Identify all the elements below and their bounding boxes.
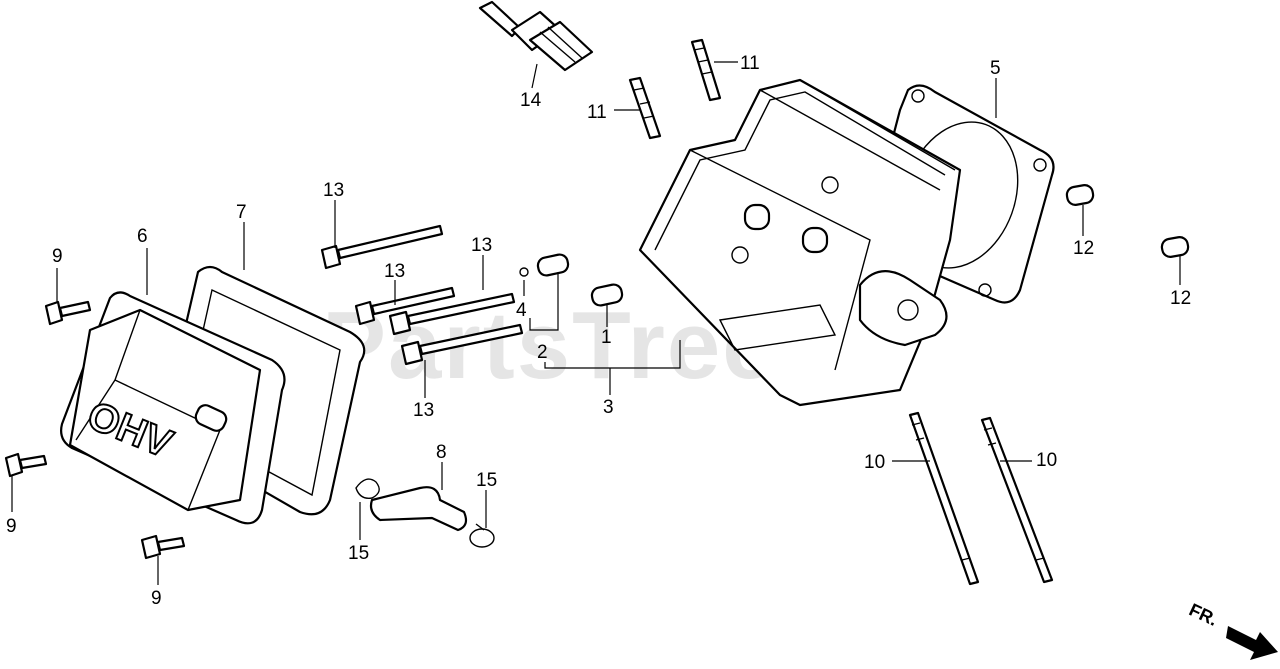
collar-upper[interactable] xyxy=(536,253,570,277)
dowel-pin-b[interactable] xyxy=(1160,236,1190,258)
callout-7: 7 xyxy=(236,202,247,223)
callout-12-b: 12 xyxy=(1170,288,1191,309)
callout-9-left: 9 xyxy=(6,516,17,537)
callout-1: 1 xyxy=(601,327,612,348)
callout-9-upper: 9 xyxy=(52,246,63,267)
callout-11-upper: 11 xyxy=(740,53,760,74)
callout-4: 4 xyxy=(516,300,527,321)
callout-13-a: 13 xyxy=(323,180,344,201)
collar-lower[interactable] xyxy=(590,283,624,307)
leader-lines xyxy=(11,61,1181,585)
spark-plug[interactable] xyxy=(478,0,594,72)
callout-13-c: 13 xyxy=(471,235,492,256)
callout-8: 8 xyxy=(436,442,447,463)
callout-6: 6 xyxy=(137,226,148,247)
bolt-9-left[interactable] xyxy=(4,452,48,478)
callout-labels: 1 2 3 4 5 6 7 8 9 9 9 10 10 11 11 12 12 … xyxy=(6,53,1191,609)
bolt-13-c[interactable] xyxy=(388,292,516,336)
long-stud-b[interactable] xyxy=(980,416,1054,584)
bolt-9-upper[interactable] xyxy=(44,300,92,326)
fr-label: FR. xyxy=(1186,599,1221,629)
callout-14: 14 xyxy=(520,90,542,111)
callout-9-lower: 9 xyxy=(151,588,162,609)
long-stud-a[interactable] xyxy=(908,411,980,586)
callout-5: 5 xyxy=(990,58,1001,79)
callout-10-a: 10 xyxy=(864,452,885,473)
dowel-pin-a[interactable] xyxy=(1065,184,1095,206)
callout-11-lower: 11 xyxy=(587,102,607,123)
bolt-13-b[interactable] xyxy=(354,286,456,326)
callout-3: 3 xyxy=(603,397,614,418)
tube-clamp-right[interactable] xyxy=(469,523,495,548)
cylinder-head[interactable] xyxy=(638,78,962,407)
front-direction-marker: FR. xyxy=(1186,599,1278,660)
bolt-13-a[interactable] xyxy=(320,224,444,270)
clip-ring[interactable] xyxy=(519,267,529,277)
stud-upper[interactable] xyxy=(690,38,722,102)
callout-15-right: 15 xyxy=(476,470,497,491)
head-cover[interactable]: OHV xyxy=(60,291,286,525)
stud-lower[interactable] xyxy=(628,76,662,140)
callout-15-left: 15 xyxy=(348,543,369,564)
bolt-9-lower[interactable] xyxy=(140,534,186,560)
bolt-13-d[interactable] xyxy=(400,323,524,366)
callout-13-b: 13 xyxy=(384,261,405,282)
callout-10-b: 10 xyxy=(1036,450,1057,471)
callout-12-a: 12 xyxy=(1073,238,1094,259)
callout-2: 2 xyxy=(537,342,548,363)
breather-tube[interactable] xyxy=(369,486,468,532)
tube-clamp-left[interactable] xyxy=(355,478,380,499)
callout-13-d: 13 xyxy=(413,400,434,421)
front-arrow-icon xyxy=(1226,626,1278,660)
